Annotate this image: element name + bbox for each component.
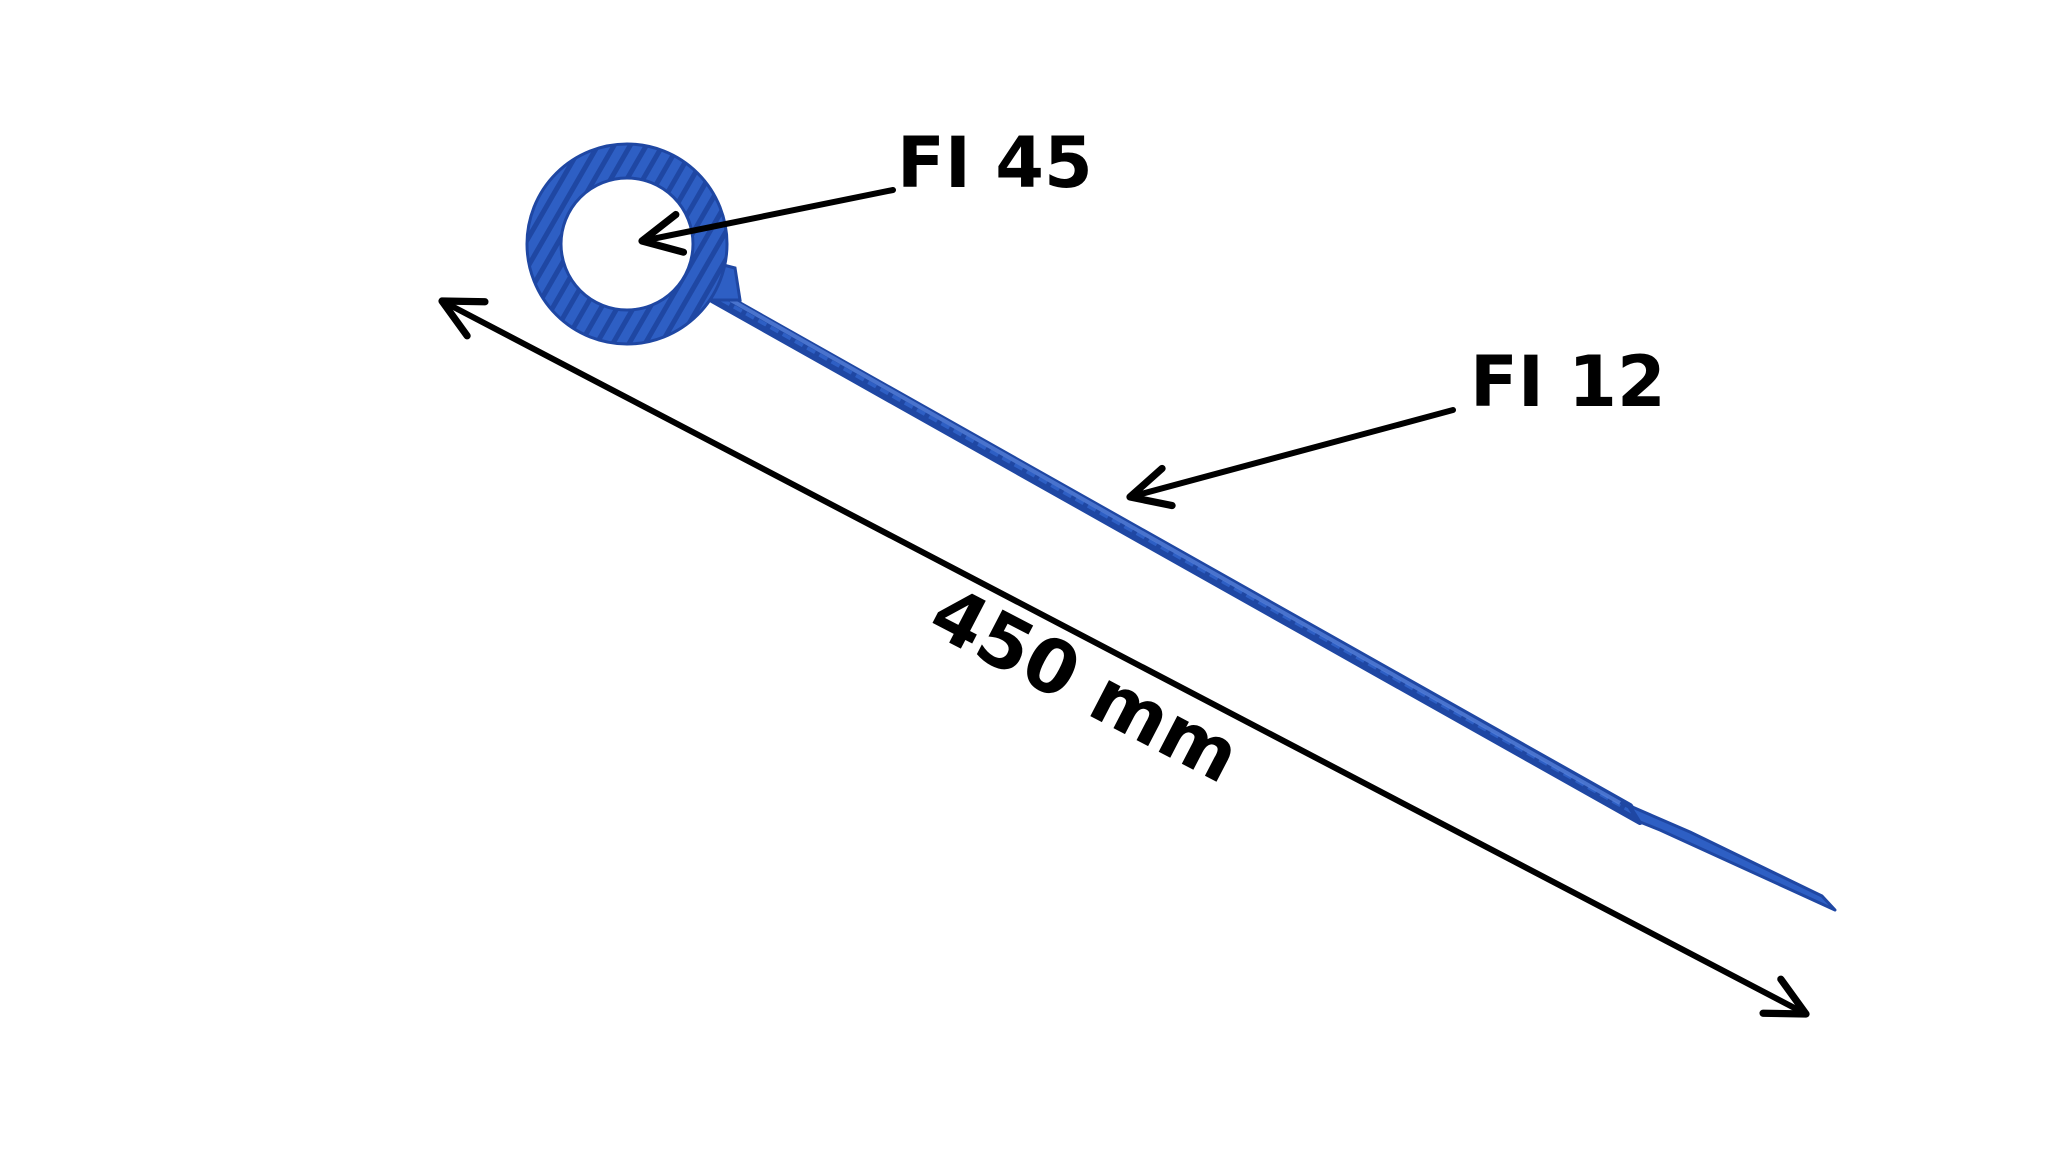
ring-pointer-arrow <box>638 187 896 256</box>
stake-ring <box>527 144 727 344</box>
stake-ring-outline-inner <box>559 176 695 312</box>
rod-diameter-label: FI 12 <box>1470 341 1666 423</box>
ring-diameter-label: FI 45 <box>897 122 1093 204</box>
rebar-stake <box>525 142 1837 912</box>
length-label: 450 mm <box>917 570 1253 801</box>
length-dimension-arrow <box>438 297 1810 1018</box>
stake-tip <box>1628 804 1837 912</box>
rod-pointer-arrow <box>1126 407 1456 510</box>
